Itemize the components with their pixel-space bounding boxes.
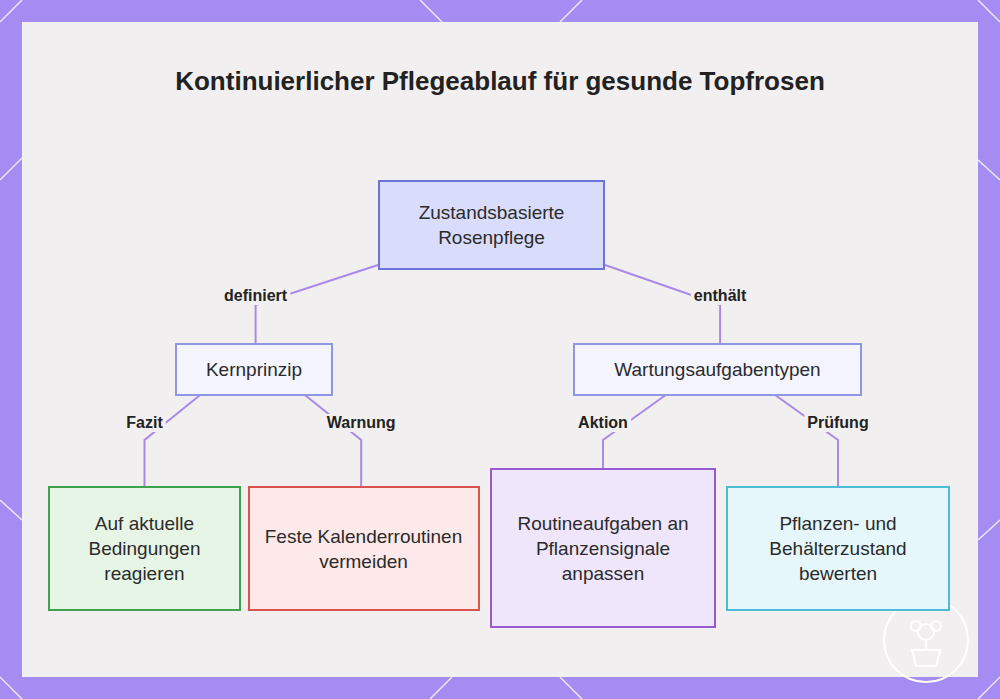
edge-label: enthält xyxy=(691,287,749,305)
connector-line xyxy=(770,391,838,486)
process-box: Auf aktuelle Bedingungen reagieren xyxy=(48,486,241,611)
connector-line xyxy=(145,391,206,486)
edge-label: Fazit xyxy=(123,414,165,432)
box-text: Kernprinzip xyxy=(196,357,312,382)
diagram-title: Kontinuierlicher Pflegeablauf für gesund… xyxy=(150,64,850,99)
edge-label: Prüfung xyxy=(804,414,871,432)
process-box: Routineaufgaben an Pflanzensignale anpas… xyxy=(490,468,716,628)
edge-label: definiert xyxy=(221,287,290,305)
process-box: Feste Kalenderroutinen vermeiden xyxy=(248,486,480,611)
process-box: Kernprinzip xyxy=(175,343,333,396)
edge-label: Warnung xyxy=(324,414,399,432)
box-text: Zustandsbasierte Rosenpflege xyxy=(392,200,592,250)
box-text: Wartungsaufgabentypen xyxy=(604,357,830,382)
edge-label: Aktion xyxy=(575,414,631,432)
box-text: Pflanzen- und Behälterzustand bewerten xyxy=(728,511,948,586)
box-text: Routineaufgaben an Pflanzensignale anpas… xyxy=(498,511,708,586)
process-box: Wartungsaufgabentypen xyxy=(573,343,862,396)
process-box: Pflanzen- und Behälterzustand bewerten xyxy=(726,486,950,611)
box-text: Feste Kalenderroutinen vermeiden xyxy=(254,524,474,574)
box-text: Auf aktuelle Bedingungen reagieren xyxy=(50,511,239,586)
process-box: Zustandsbasierte Rosenpflege xyxy=(378,180,605,270)
connector-line xyxy=(300,391,361,486)
